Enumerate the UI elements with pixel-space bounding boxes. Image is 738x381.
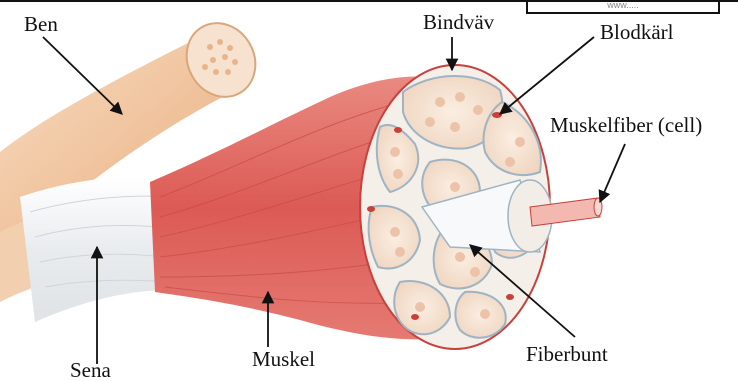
label-bone: Ben bbox=[24, 14, 58, 35]
label-muscle: Muskel bbox=[252, 349, 315, 370]
label-muscle-fiber: Muskelfiber (cell) bbox=[550, 115, 702, 136]
label-connective-tissue: Bindväv bbox=[423, 12, 494, 33]
label-tendon: Sena bbox=[70, 360, 111, 381]
label-blood-vessel: Blodkärl bbox=[600, 22, 674, 43]
label-fiber-bundle: Fiberbunt bbox=[526, 344, 608, 365]
